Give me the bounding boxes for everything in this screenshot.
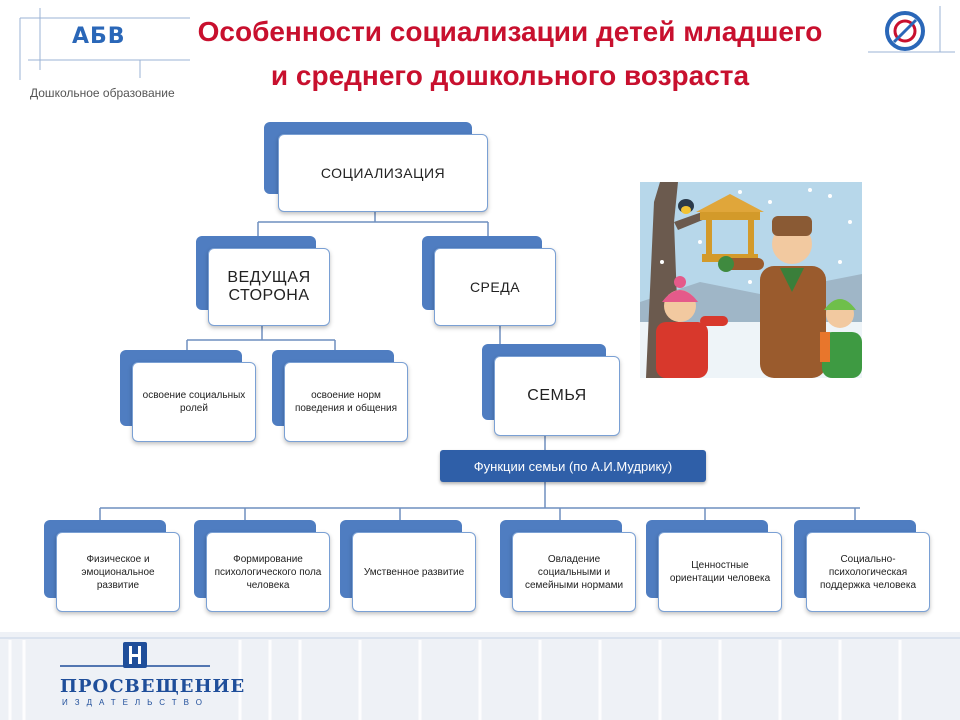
function-label: Овладение социальными и семейными нормам…	[512, 532, 636, 612]
node-behavior-norms-label: освоение норм поведения и общения	[284, 362, 408, 442]
publisher-subtitle: ИЗДАТЕЛЬСТВО	[62, 698, 209, 707]
function-label: Физическое и эмоциональное развитие	[56, 532, 180, 612]
abv-logo: АБВ	[72, 24, 126, 49]
node-socialization-label: СОЦИАЛИЗАЦИЯ	[278, 134, 488, 212]
function-label: Ценностные ориентации человека	[658, 532, 782, 612]
node-leading-side-label: ВЕДУЩАЯ СТОРОНА	[208, 248, 330, 326]
title-line-2: и среднего дошкольного возраста	[270, 60, 750, 91]
function-label: Формирование психологического пола челов…	[206, 532, 330, 612]
emblem-icon	[885, 11, 925, 51]
publisher-name: ПРОСВЕЩЕНИЕ	[60, 676, 246, 697]
title-line-1: Особенности социализации детей младшего	[197, 16, 823, 47]
node-environment-label: СРЕДА	[434, 248, 556, 326]
page-title: Особенности социализации детей младшего …	[120, 10, 900, 98]
function-label: Социально-психологическая поддержка чело…	[806, 532, 930, 612]
family-functions-bar: Функции семьи (по А.И.Мудрику)	[440, 450, 706, 482]
function-label: Умственное развитие	[352, 532, 476, 612]
footer-decor	[0, 637, 960, 720]
node-family-label: СЕМЬЯ	[494, 356, 620, 436]
family-illustration	[640, 182, 862, 378]
node-social-roles-label: освоение социальных ролей	[132, 362, 256, 442]
prosveshchenie-logo-icon	[123, 642, 147, 668]
logo-subtitle: Дошкольное образование	[30, 86, 175, 100]
